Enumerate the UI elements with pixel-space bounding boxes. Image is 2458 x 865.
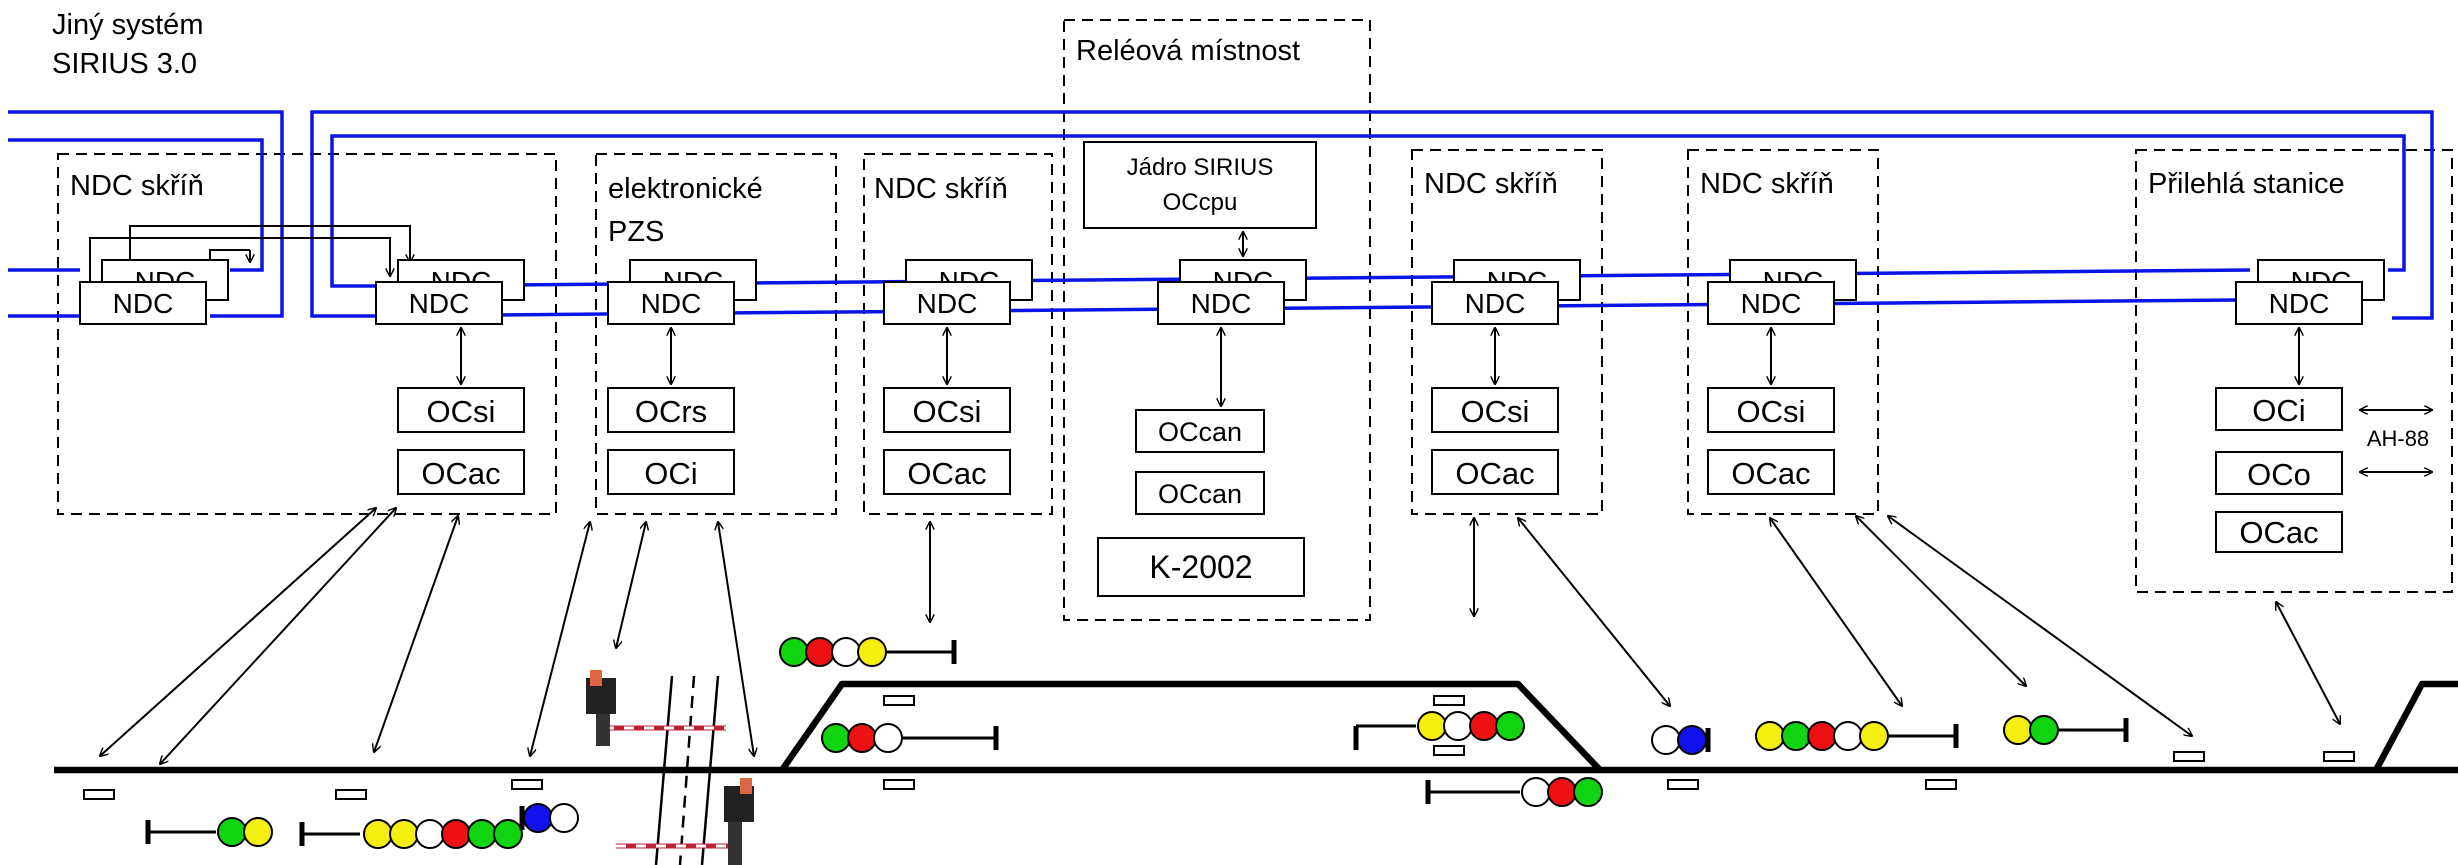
ndc-cabinet-3-label: NDC skříň (1424, 168, 1558, 200)
ndc-cabinet-4-label: NDC skříň (1700, 168, 1834, 200)
network-ring-outer (310, 110, 2434, 320)
relay-core: Jádro SIRIUS OCcpu (1083, 141, 1317, 229)
crossing-barrier-2 (616, 778, 754, 865)
module-label: OCsi (427, 394, 496, 429)
module-label: OCo (2247, 457, 2311, 492)
system-title: Jiný systém SIRIUS 3.0 (52, 9, 203, 80)
module-label: OCac (1731, 456, 1810, 491)
ndc-node-label: NDC (917, 288, 978, 319)
interlocking-label: K-2002 (1149, 549, 1252, 585)
ndc-node-label: NDC (113, 288, 174, 319)
module-label: OCcan (1158, 417, 1242, 447)
ndc-node-label: NDC (2269, 288, 2330, 319)
signal-3 (519, 803, 579, 833)
signal-4 (779, 637, 957, 667)
level-crossing-frame (595, 153, 837, 515)
network-line-left-outer (8, 110, 284, 318)
ndc-node-label: NDC (1465, 288, 1526, 319)
relay-room-label: Reléová místnost (1076, 35, 1300, 67)
ndc-cabinet-1-label: NDC skříň (70, 170, 204, 202)
right-siding-track (2373, 680, 2458, 772)
module-label: OCsi (913, 394, 982, 429)
ndc-cabinet-3-frame (1411, 149, 1603, 515)
module-label: OCcan (1158, 479, 1242, 509)
signal-9 (1755, 721, 1959, 751)
system-title-line-1: Jiný systém (52, 9, 203, 41)
ndc-node-label: NDC (409, 288, 470, 319)
level-crossing-label-1: elektronické (608, 173, 763, 205)
tracks (54, 680, 2458, 774)
ndc-cabinet-2-frame (863, 153, 1053, 515)
signals (145, 637, 2129, 849)
external-system-label: AH-88 (2367, 426, 2429, 451)
siding-track (779, 680, 1603, 773)
core-label-1: Jádro SIRIUS (1127, 154, 1274, 181)
module-label: OCsi (1737, 394, 1806, 429)
crossing-barrier-1 (586, 670, 726, 746)
signal-10 (2003, 715, 2129, 745)
signal-6 (1353, 711, 1525, 750)
modules: OCsi OCac OCrs OCi OCsi OCac OCcan OCcan… (397, 387, 2429, 597)
signal-5 (821, 723, 999, 753)
signal-2 (299, 819, 523, 849)
core-label-2: OCcpu (1163, 189, 1238, 216)
adjacent-station-label: Přilehlá stanice (2148, 168, 2345, 200)
ndc-nodes: NDC NDC NDC NDC NDC NDC NDC NDC NDC NDC … (79, 259, 2385, 325)
network-ring-inner (330, 134, 2406, 288)
module-label: OCsi (1461, 394, 1530, 429)
level-crossing-label-2: PZS (608, 216, 664, 248)
ndc-node-label: NDC (1741, 288, 1802, 319)
module-label: OCac (421, 456, 500, 491)
level-crossing-field (586, 670, 754, 865)
arrows (100, 232, 2432, 764)
module-label: OCi (2252, 393, 2305, 428)
ndc-cabinet-2-label: NDC skříň (874, 173, 1008, 205)
relay-room-frame (1063, 19, 1371, 621)
module-label: OCi (644, 456, 697, 491)
signal-1 (145, 817, 273, 847)
ndc-node-label: NDC (641, 288, 702, 319)
module-label: OCac (907, 456, 986, 491)
module-label: OCrs (635, 394, 707, 429)
module-label: OCac (1455, 456, 1534, 491)
signal-7 (1425, 777, 1603, 807)
ndc-node-label: NDC (1191, 288, 1252, 319)
cabinet-1-links (89, 225, 410, 282)
ndc-cabinet-4-frame (1687, 149, 1879, 515)
module-label: OCac (2239, 515, 2318, 550)
balises (83, 695, 2355, 800)
network-line-left-inner (8, 138, 264, 272)
system-title-line-2: SIRIUS 3.0 (52, 48, 197, 80)
container-labels: NDC skříň elektronické PZS NDC skříň Rel… (70, 35, 2345, 248)
signal-8 (1651, 725, 1711, 755)
